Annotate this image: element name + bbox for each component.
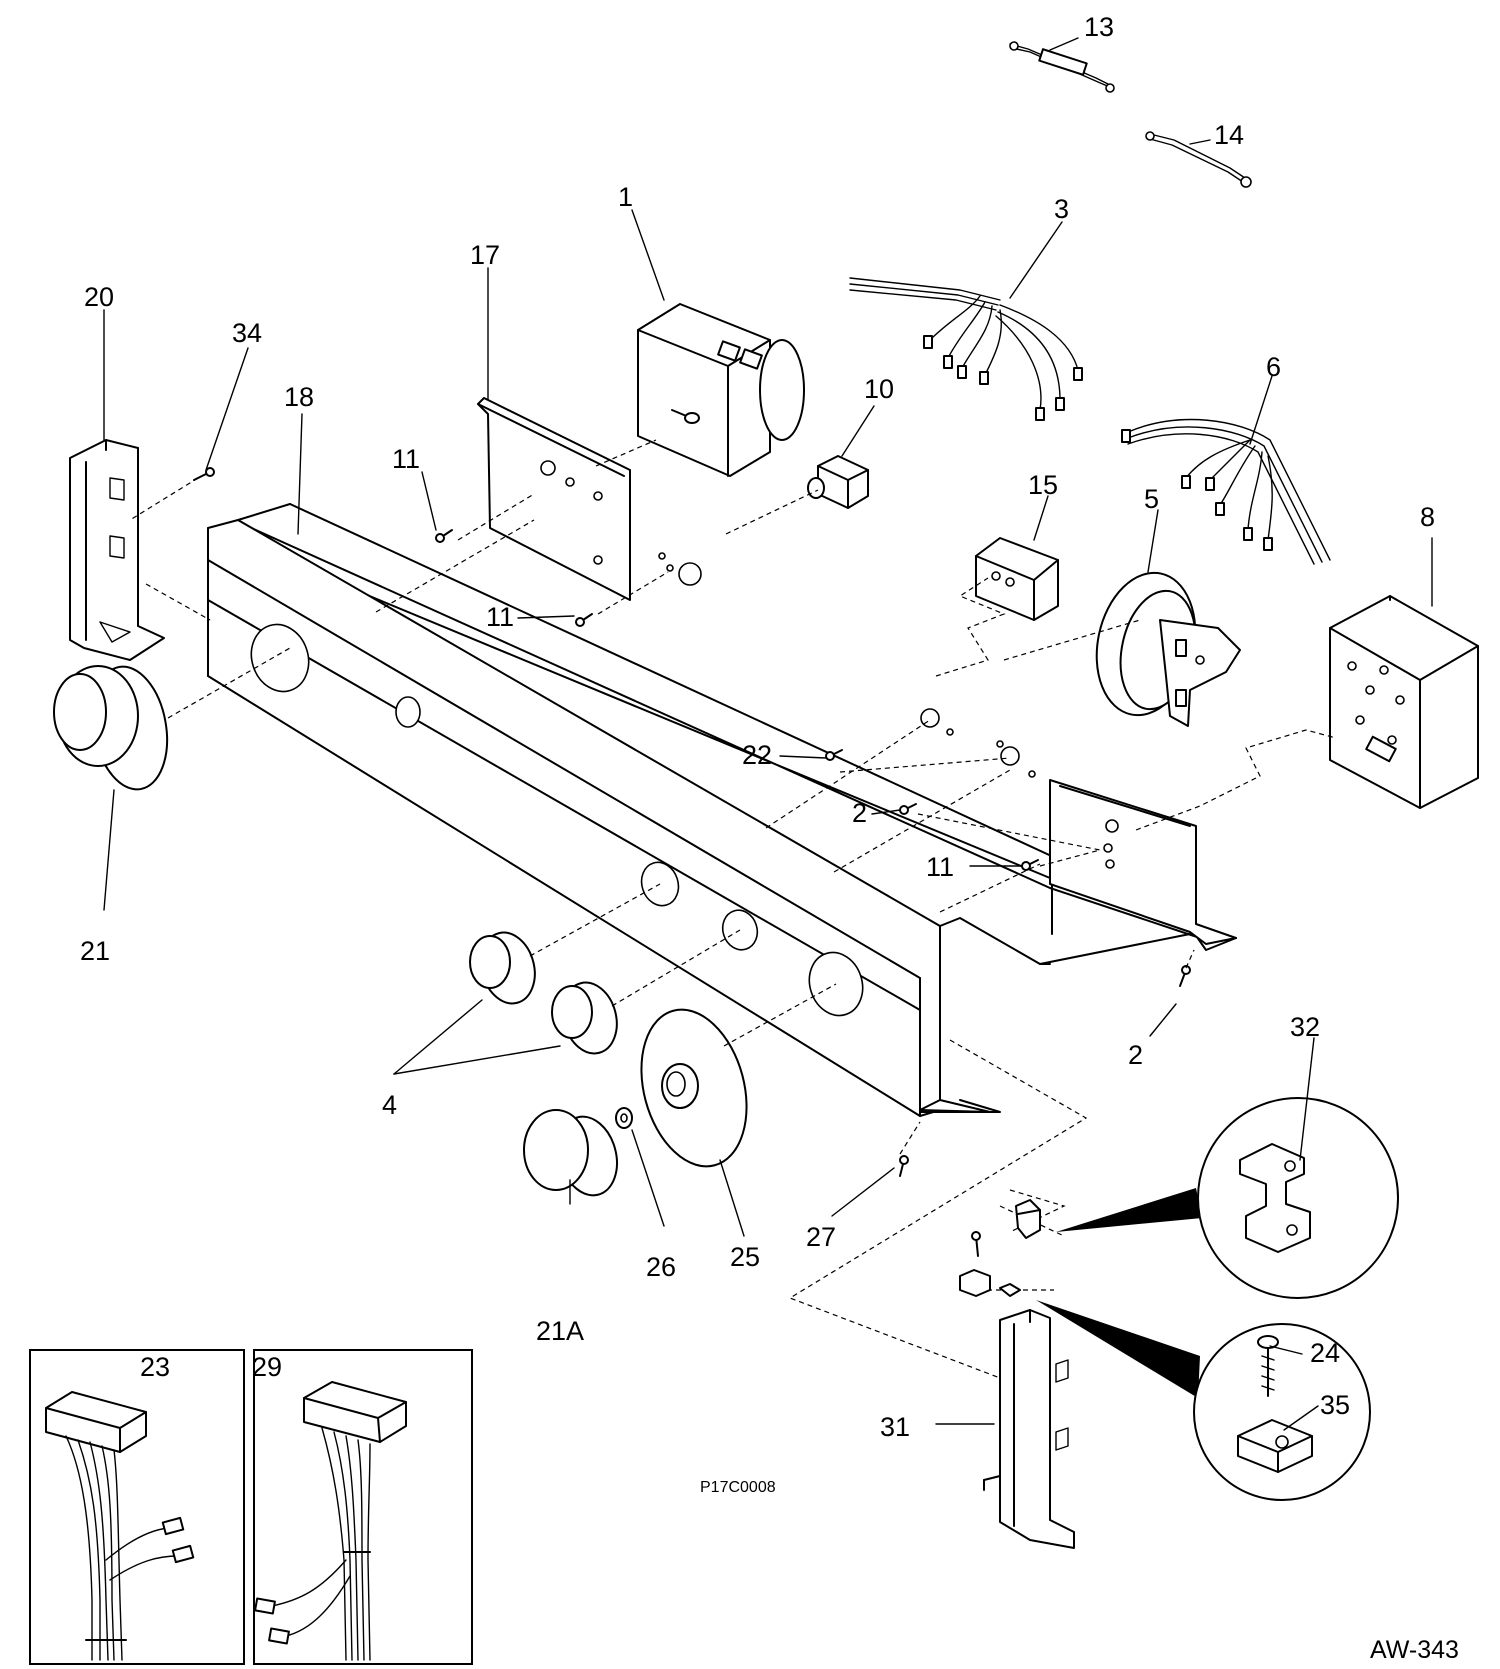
screws — [193, 467, 1191, 1257]
callout-11c: 11 — [926, 852, 954, 882]
callout-25: 25 — [730, 1242, 760, 1272]
leader-lines — [103, 37, 1433, 1431]
callout-21a: 21A — [536, 1316, 584, 1346]
callout-10: 10 — [864, 374, 894, 404]
part-14-jumper-wire — [1145, 131, 1252, 188]
callout-6: 6 — [1266, 352, 1281, 382]
inset-box-29 — [253, 1349, 473, 1665]
callout-23: 23 — [140, 1352, 170, 1382]
part-13-jumper-wire — [1009, 41, 1115, 93]
callout-32: 32 — [1290, 1012, 1320, 1042]
detail-callout-wedge-32 — [1056, 1188, 1202, 1232]
part-18-end-bracket — [920, 708, 1237, 945]
callout-1: 1 — [618, 182, 633, 212]
part-5-water-level-switch — [1095, 571, 1241, 727]
part-3-wire-harness — [849, 277, 1083, 421]
page-code: AW-343 — [1370, 1636, 1459, 1664]
callout-22: 22 — [742, 740, 772, 770]
part-35-clip — [959, 1269, 1021, 1297]
callout-24: 24 — [1310, 1338, 1340, 1368]
callout-29: 29 — [252, 1352, 282, 1382]
callout-8: 8 — [1420, 502, 1435, 532]
callout-13: 13 — [1084, 12, 1114, 42]
detail-circle-35 — [1193, 1323, 1371, 1501]
part-32-clip — [1015, 1199, 1041, 1239]
callout-5: 5 — [1144, 484, 1159, 514]
callout-11a: 11 — [392, 444, 420, 474]
part-6-wire-harness — [1121, 418, 1331, 565]
callout-21: 21 — [80, 936, 110, 966]
assembly-lines — [129, 439, 1337, 1379]
drawing-code: P17C0008 — [700, 1479, 776, 1496]
callout-14: 14 — [1214, 120, 1244, 150]
callout-18: 18 — [284, 382, 314, 412]
part-26-washer — [615, 1107, 633, 1129]
callout-27: 27 — [806, 1222, 836, 1252]
part-10-switch — [807, 455, 869, 509]
part-21-knob — [53, 665, 169, 791]
callout-2a: 2 — [852, 798, 867, 828]
callout-labels: 13 14 1 3 17 20 34 6 10 18 11 15 5 8 11 … — [80, 12, 1459, 1664]
callout-15: 15 — [1028, 470, 1058, 500]
callout-17: 17 — [470, 240, 500, 270]
part-17-bracket — [477, 397, 702, 601]
callout-35: 35 — [1320, 1390, 1350, 1420]
callout-11b: 11 — [486, 602, 514, 632]
part-4-knob-b — [551, 981, 618, 1055]
callout-3: 3 — [1054, 194, 1069, 224]
part-31-end-cap — [983, 1309, 1075, 1549]
inset-box-23 — [29, 1349, 245, 1665]
part-1-timer — [637, 303, 805, 477]
callout-34: 34 — [232, 318, 262, 348]
callout-4: 4 — [382, 1090, 397, 1120]
part-25-dial — [640, 1008, 748, 1168]
part-4-knob-a — [469, 931, 536, 1005]
part-15-switch — [975, 537, 1059, 621]
callout-2b: 2 — [1128, 1040, 1143, 1070]
detail-callout-wedge-35 — [1036, 1300, 1200, 1398]
part-8-control-board — [1329, 595, 1479, 809]
callout-20: 20 — [84, 282, 114, 312]
callout-31: 31 — [880, 1412, 910, 1442]
callout-26: 26 — [646, 1252, 676, 1282]
part-20-end-cap — [69, 439, 165, 661]
part-21a-knob — [523, 1109, 618, 1197]
detail-circle-32 — [1197, 1097, 1399, 1299]
